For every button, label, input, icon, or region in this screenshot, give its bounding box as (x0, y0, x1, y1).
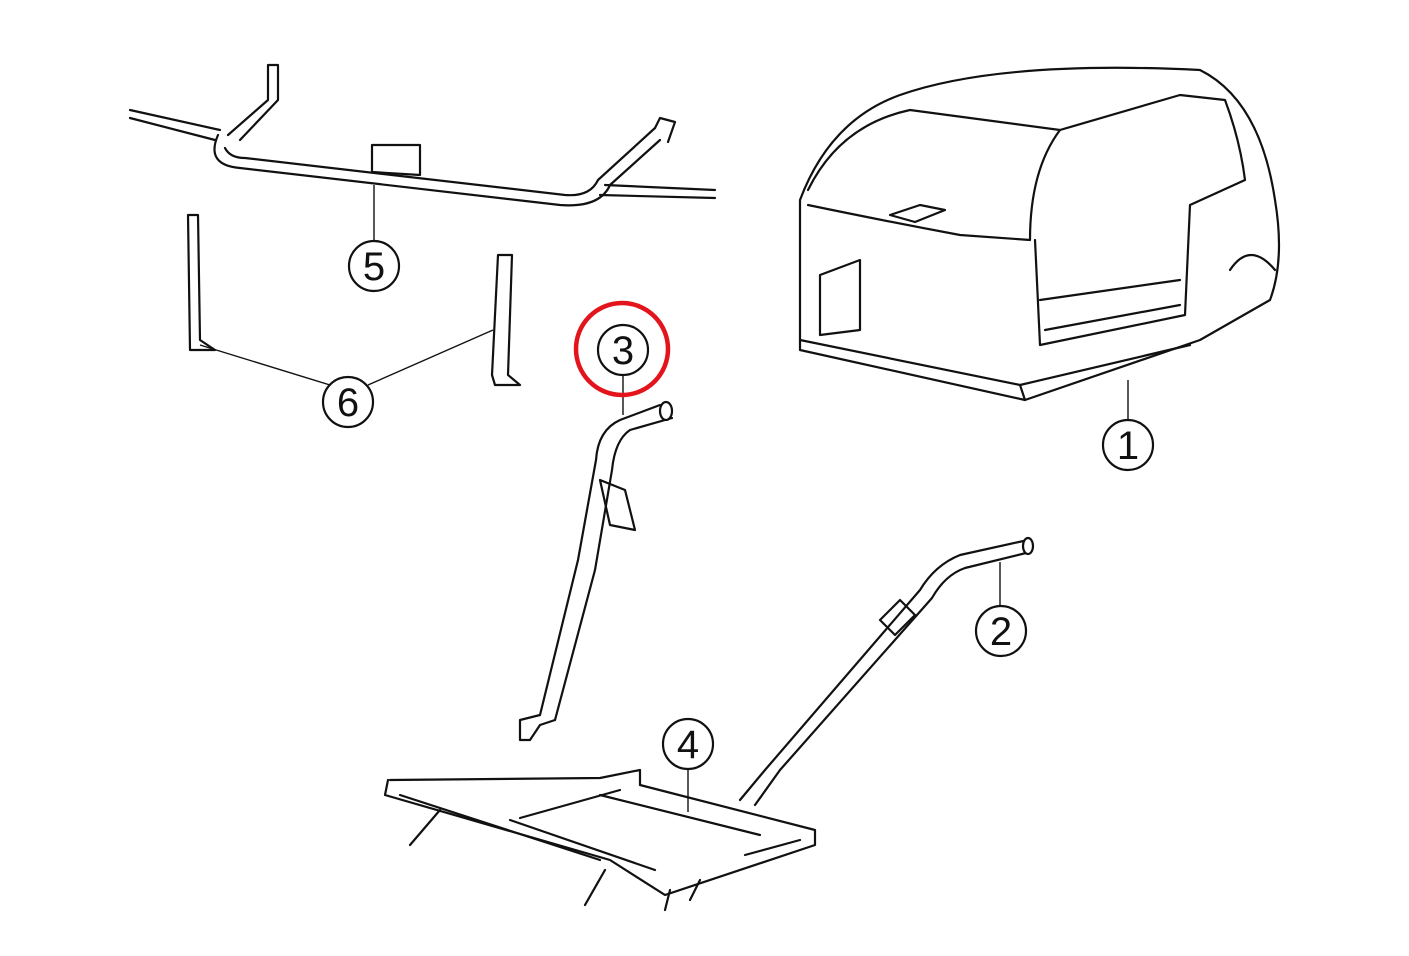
callout-4-label: 4 (677, 723, 699, 767)
callout-1[interactable]: 1 (1101, 418, 1155, 472)
callout-3[interactable]: 3 (573, 300, 671, 398)
callout-5[interactable]: 5 (347, 239, 401, 293)
callout-5-label: 5 (363, 245, 385, 289)
callout-2[interactable]: 2 (974, 604, 1028, 658)
part-1-car-body (798, 66, 1281, 402)
part-5-crossbar (128, 63, 717, 207)
callout-6-label: 6 (337, 381, 359, 425)
callout-6[interactable]: 6 (321, 375, 375, 429)
part-3-pillar (518, 400, 674, 742)
callout-1-label: 1 (1117, 424, 1139, 468)
part-2-side-tube (738, 536, 1035, 807)
callout-4[interactable]: 4 (661, 717, 715, 771)
highlight-circle (573, 300, 671, 398)
leader-lines (199, 185, 1129, 812)
callout-2-label: 2 (990, 610, 1012, 654)
part-4-floor-frame (383, 768, 817, 912)
part-6-brackets (186, 213, 522, 387)
callout-3-label: 3 (612, 329, 634, 373)
